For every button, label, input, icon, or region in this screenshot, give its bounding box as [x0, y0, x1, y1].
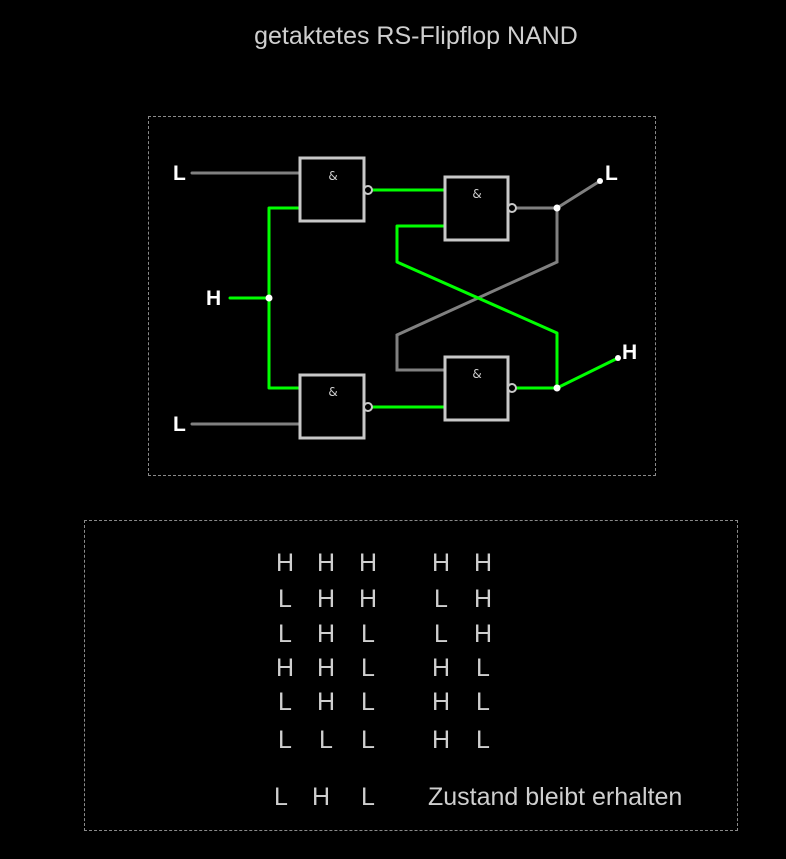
- truth-table-cell: H: [316, 585, 336, 613]
- output-q-label: L: [605, 162, 618, 185]
- gate-label: &: [328, 385, 337, 399]
- truth-table-cell: L: [278, 688, 292, 716]
- inverter-bubble: [507, 383, 517, 393]
- truth-table-cell: L: [434, 620, 448, 648]
- truth-table-cell: L: [476, 654, 490, 682]
- nand-gate-q: &: [443, 175, 517, 242]
- truth-table-cell: L: [274, 783, 288, 811]
- truth-table-cell: L: [476, 726, 490, 754]
- truth-table-cell: H: [431, 549, 451, 577]
- nand-gate-set: &: [298, 156, 373, 223]
- truth-table-cell: L: [278, 585, 292, 613]
- truth-table-cell: H: [473, 549, 493, 577]
- truth-table-cell: L: [278, 726, 292, 754]
- nand-gate-reset: &: [298, 373, 373, 440]
- truth-table-cell: H: [275, 654, 295, 682]
- truth-table-cell: L: [278, 620, 292, 648]
- truth-table-cell: H: [316, 620, 336, 648]
- input-bottom-label: L: [173, 413, 186, 436]
- truth-table-cell: H: [473, 585, 493, 613]
- truth-table-cell: L: [319, 726, 333, 754]
- wire-qnot-feedback: [395, 224, 559, 390]
- truth-table-cell: H: [316, 654, 336, 682]
- truth-table-cell: H: [473, 620, 493, 648]
- truth-table-cell: H: [316, 688, 336, 716]
- truth-table-cell: L: [476, 688, 490, 716]
- circuit-frame: [148, 116, 656, 476]
- state-note: Zustand bleibt erhalten: [428, 783, 683, 811]
- truth-table-cell: H: [358, 549, 378, 577]
- inverter-bubble: [363, 185, 373, 195]
- truth-table-cell: H: [358, 585, 378, 613]
- clock-input-label: H: [206, 287, 221, 310]
- nand-gate-qnot: &: [443, 355, 517, 422]
- truth-table-cell: H: [311, 783, 331, 811]
- junction-dot: [553, 384, 561, 392]
- wire-qnot-lead: [555, 356, 620, 390]
- truth-table-cell: H: [275, 549, 295, 577]
- inverter-bubble: [507, 203, 517, 213]
- output-end-dot: [615, 355, 621, 361]
- truth-table-cell: L: [361, 688, 375, 716]
- wire-clock-bus: [267, 206, 302, 390]
- gate-label: &: [472, 187, 481, 201]
- high-wires: [228, 188, 620, 409]
- junction-dot: [553, 204, 561, 212]
- low-wires: [190, 171, 602, 426]
- truth-table-cell: H: [431, 726, 451, 754]
- output-end-dot: [597, 178, 603, 184]
- input-top-label: L: [173, 162, 186, 185]
- truth-table-cell: L: [361, 620, 375, 648]
- wire-q-feedback: [395, 206, 559, 372]
- wire-q-lead: [555, 179, 602, 210]
- junction-dots: [265, 178, 621, 392]
- truth-table-cell: L: [361, 654, 375, 682]
- truth-table-cell: L: [434, 585, 448, 613]
- gate-label: &: [472, 367, 481, 381]
- page-title: getaktetes RS-Flipflop NAND: [254, 22, 578, 50]
- junction-dot: [265, 294, 273, 302]
- output-qnot-label: H: [622, 341, 637, 364]
- truth-table-cell: H: [431, 654, 451, 682]
- truth-table-frame: [84, 520, 738, 831]
- inverter-bubble: [363, 402, 373, 412]
- truth-table-cell: H: [431, 688, 451, 716]
- truth-table-cell: L: [361, 783, 375, 811]
- truth-table-cell: L: [361, 726, 375, 754]
- truth-table-cell: H: [316, 549, 336, 577]
- gate-label: &: [328, 169, 337, 183]
